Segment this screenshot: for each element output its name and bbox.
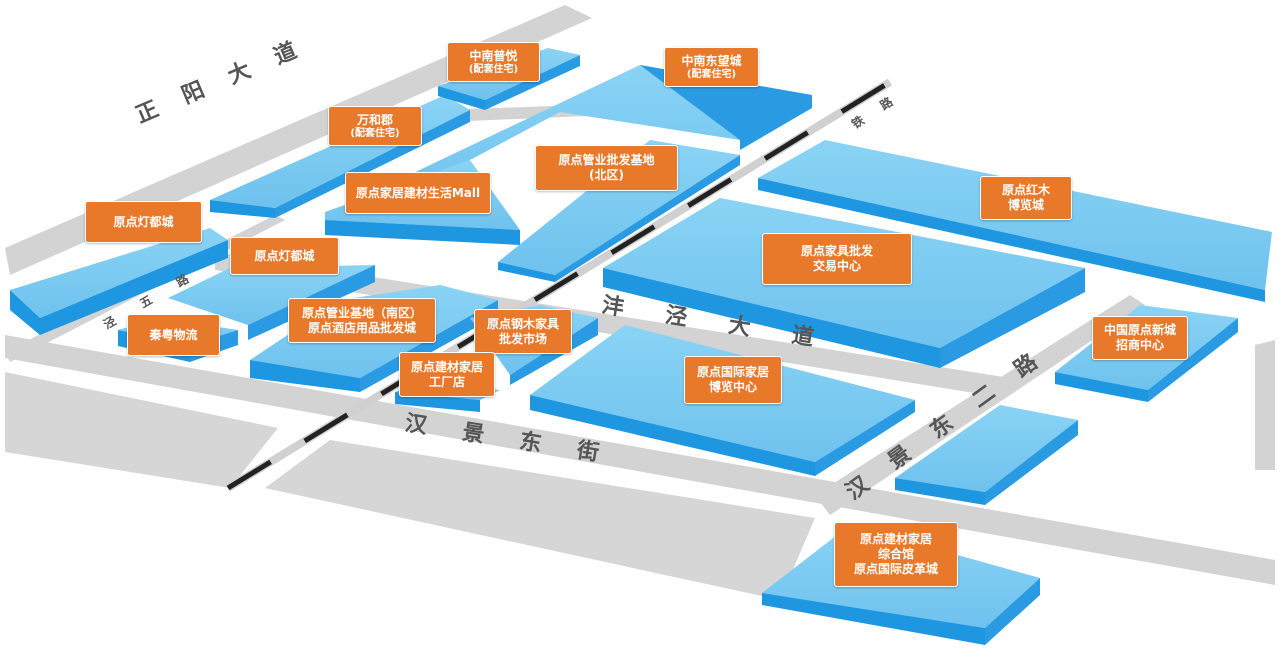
label-steel-wood-line1: 原点钢木家具: [486, 316, 559, 331]
block-lighting-west: [10, 228, 228, 335]
label-furniture-wholesale-line1: 原点家具批发: [800, 244, 873, 258]
label-zhongnan-pucyue[interactable]: 中南普悦 (配套住宅): [447, 42, 540, 82]
label-complex-line1: 原点建材家居: [859, 532, 932, 546]
block-southeast: [895, 405, 1078, 505]
label-pipe-north-line2: (北区): [589, 168, 624, 182]
road-fengjing: [215, 252, 1010, 398]
label-pipe-north-line1: 原点管业批发基地: [558, 153, 655, 167]
label-complex[interactable]: 原点建材家居 综合馆 原点国际皮革城: [834, 522, 958, 587]
label-furniture-wholesale-line2: 交易中心: [812, 259, 861, 273]
label-zhongnan-dongwang-line1: 中南东望城: [681, 53, 742, 68]
label-lighting-2-line1: 原点灯都城: [254, 248, 315, 263]
label-intl-furniture-line1: 原点国际家居: [696, 365, 769, 379]
label-redwood-line2: 博览城: [1007, 198, 1044, 212]
label-pipe-north[interactable]: 原点管业批发基地 (北区): [535, 145, 678, 191]
label-new-city-line2: 招商中心: [1115, 338, 1164, 352]
label-qinyue[interactable]: 秦粤物流: [127, 314, 220, 356]
label-lighting-1-line1: 原点灯都城: [113, 214, 174, 229]
ground-area-south: [265, 440, 815, 600]
label-mall[interactable]: 原点家居建材生活Mall: [345, 172, 491, 214]
label-intl-furniture[interactable]: 原点国际家居 博览中心: [684, 356, 782, 404]
label-redwood-line1: 原点红木: [1001, 183, 1050, 197]
label-zhongnan-pucyue-line1: 中南普悦: [469, 48, 518, 63]
label-intl-furniture-line2: 博览中心: [708, 380, 757, 394]
ground-area-southwest: [5, 372, 278, 488]
label-zhongnan-dongwang[interactable]: 中南东望城 (配套住宅): [664, 47, 759, 87]
label-lighting-2[interactable]: 原点灯都城: [230, 237, 339, 275]
label-zhongnan-pucyue-line2: (配套住宅): [468, 63, 519, 75]
label-new-city[interactable]: 中国原点新城 招商中心: [1092, 316, 1188, 360]
label-mall-line1: 原点家居建材生活Mall: [355, 185, 481, 200]
label-lighting-1[interactable]: 原点灯都城: [85, 201, 202, 243]
label-qinyue-line1: 秦粤物流: [149, 327, 198, 342]
road-hanjing-east-2nd: [815, 295, 1145, 515]
label-furniture-wholesale[interactable]: 原点家具批发 交易中心: [762, 233, 912, 285]
label-wanhejun-line2: (配套住宅): [350, 127, 400, 139]
label-wanhejun[interactable]: 万和郡 (配套住宅): [328, 106, 422, 146]
label-steel-wood-line2: 批发市场: [498, 331, 547, 346]
label-factory-line1: 原点建材家居: [410, 359, 483, 374]
label-pipe-south-line1: 原点管业基地（南区）: [301, 305, 422, 320]
railway: [225, 78, 893, 492]
label-redwood[interactable]: 原点红木 博览城: [980, 176, 1072, 220]
label-factory-line2: 工厂店: [428, 374, 465, 389]
label-pipe-south[interactable]: 原点管业基地（南区） 原点酒店用品批发城: [288, 298, 436, 343]
label-wanhejun-line1: 万和郡: [356, 112, 393, 127]
block-pipe-north: [498, 140, 740, 282]
label-new-city-line1: 中国原点新城: [1103, 323, 1176, 337]
road-east-edge: [1255, 340, 1275, 470]
label-steel-wood[interactable]: 原点钢木家具 批发市场: [474, 309, 572, 354]
label-pipe-south-line2: 原点酒店用品批发城: [307, 320, 416, 335]
label-complex-line2: 综合馆: [877, 547, 914, 561]
label-zhongnan-dongwang-line2: (配套住宅): [686, 68, 737, 80]
label-factory[interactable]: 原点建材家居 工厂店: [399, 352, 495, 397]
label-complex-line3: 原点国际皮革城: [853, 562, 938, 576]
